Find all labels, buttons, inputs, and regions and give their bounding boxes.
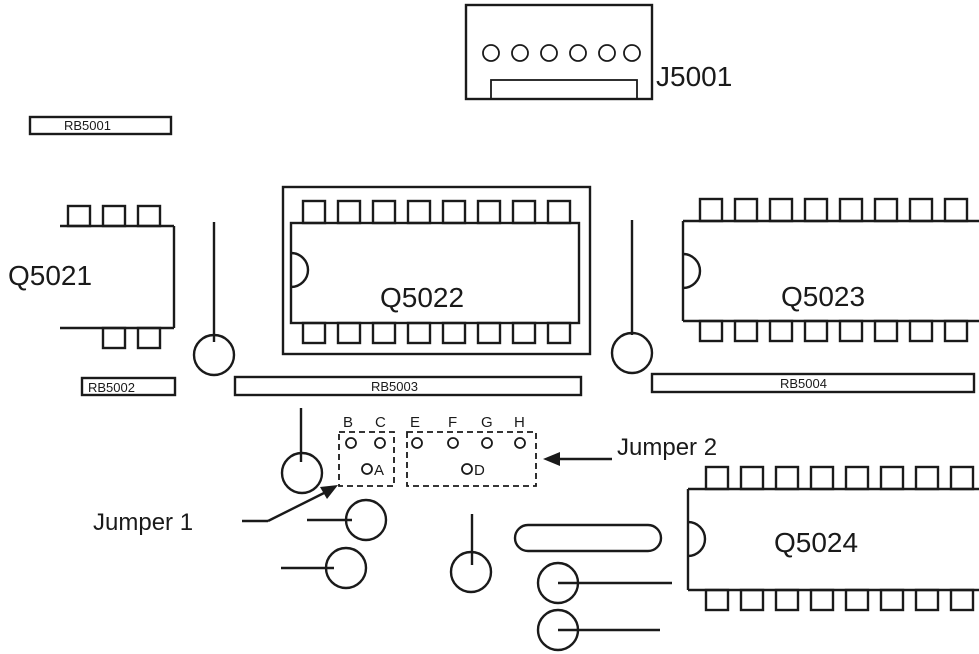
callout-jumper-1: Jumper 1 — [93, 485, 338, 536]
capacitor-c6 — [449, 514, 493, 594]
jumper-pin-label-a: A — [374, 462, 384, 479]
resistor-bank-label-rb5002: RB5002 — [88, 380, 135, 395]
resistor-bank-label-rb5003: RB5003 — [371, 379, 418, 394]
chip-q5021: Q5021 — [8, 204, 176, 350]
chip-label-q5021: Q5021 — [8, 260, 92, 291]
jumper-pin-label-f: F — [448, 414, 457, 431]
chip-label-q5023: Q5023 — [781, 281, 865, 312]
chip-label-q5024: Q5024 — [774, 527, 858, 558]
jumper-pin-label-b: B — [343, 414, 353, 431]
connector-label-j5001: J5001 — [656, 61, 732, 92]
jumper-pin-label-c: C — [375, 414, 386, 431]
jumper-1-block: B C A — [338, 414, 395, 487]
capacitor-c4 — [307, 498, 388, 542]
jumper-2-block: E F G H D — [406, 414, 537, 487]
jumper-pin-label-g: G — [481, 414, 493, 431]
resistor-bank-label-rb5001: RB5001 — [64, 118, 111, 133]
capacitor-c5 — [281, 546, 368, 590]
jumper-pin-label-d: D — [474, 462, 485, 479]
capacitor-c8 — [536, 608, 660, 652]
chip-q5022: Q5022 — [281, 185, 592, 356]
callout-label-jumper-1: Jumper 1 — [93, 509, 193, 536]
chip-label-q5022: Q5022 — [380, 282, 464, 313]
chip-q5023: Q5023 — [681, 197, 979, 343]
oval-component — [513, 523, 663, 553]
jumper-pin-label-e: E — [410, 414, 420, 431]
resistor-bank-rb5001: RB5001 — [28, 115, 173, 136]
capacitor-c1 — [192, 222, 236, 377]
chip-q5024: Q5024 — [686, 465, 979, 612]
resistor-bank-rb5004: RB5004 — [650, 372, 976, 394]
jumper-pin-label-h: H — [514, 414, 525, 431]
connector-j5001: J5001 — [464, 3, 732, 101]
resistor-bank-rb5002: RB5002 — [80, 376, 177, 397]
callout-label-jumper-2: Jumper 2 — [617, 434, 717, 461]
resistor-bank-label-rb5004: RB5004 — [780, 376, 827, 391]
capacitor-c2 — [610, 220, 654, 375]
capacitor-c7 — [536, 561, 672, 605]
resistor-bank-rb5003: RB5003 — [233, 375, 583, 397]
capacitor-c3 — [280, 408, 324, 495]
callout-jumper-2: Jumper 2 — [543, 434, 717, 466]
